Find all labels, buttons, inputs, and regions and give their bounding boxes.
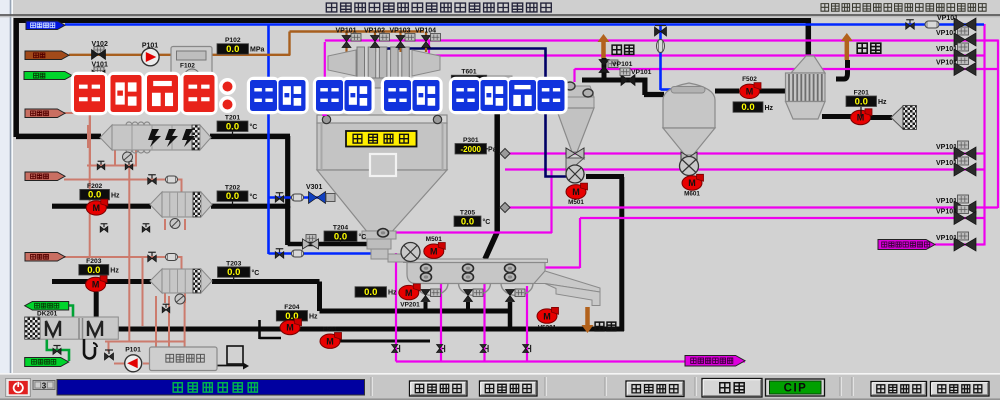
svg-text:P301: P301: [463, 137, 479, 144]
svg-text:VP102: VP102: [364, 27, 385, 34]
svg-text:M: M: [688, 178, 696, 188]
svg-text:DK201: DK201: [37, 311, 58, 318]
svg-text:0.0: 0.0: [226, 44, 239, 55]
svg-text:°C: °C: [252, 269, 260, 277]
svg-text:M: M: [543, 311, 551, 321]
svg-text:VP101: VP101: [936, 144, 957, 151]
svg-text:F502: F502: [742, 76, 757, 83]
svg-text:0.0: 0.0: [285, 311, 298, 322]
svg-text:VP101: VP101: [936, 209, 957, 216]
svg-text:Hz: Hz: [111, 192, 120, 199]
svg-text:M601: M601: [684, 191, 700, 198]
svg-text:M: M: [405, 288, 413, 298]
svg-text:°C: °C: [359, 233, 367, 241]
svg-text:Hz: Hz: [388, 290, 397, 297]
svg-text:VP101: VP101: [612, 61, 633, 68]
svg-text:M: M: [92, 280, 100, 290]
svg-text:F202: F202: [87, 183, 103, 190]
svg-text:VP101: VP101: [936, 160, 957, 167]
svg-text:VP101: VP101: [936, 60, 957, 67]
svg-text:Hz: Hz: [309, 314, 318, 321]
svg-text:T601: T601: [461, 69, 477, 76]
svg-text:-2000: -2000: [461, 145, 482, 154]
svg-text:0.0: 0.0: [226, 191, 239, 202]
svg-text:F102: F102: [180, 63, 195, 70]
svg-text:M: M: [572, 187, 580, 197]
svg-text:F203: F203: [86, 258, 102, 265]
svg-text:VP101: VP101: [631, 69, 652, 76]
svg-text:T205: T205: [460, 210, 476, 217]
svg-text:0.0: 0.0: [87, 265, 100, 276]
svg-text:0.0: 0.0: [364, 287, 377, 298]
svg-text:VP101: VP101: [936, 235, 957, 242]
svg-text:VP101: VP101: [937, 15, 958, 22]
svg-text:VP101: VP101: [936, 46, 957, 53]
svg-text:V301: V301: [306, 184, 322, 191]
svg-text:0.0: 0.0: [226, 121, 239, 132]
svg-text:P101: P101: [142, 43, 158, 50]
svg-text:M: M: [93, 203, 101, 213]
svg-text:°C: °C: [250, 123, 258, 131]
svg-text:0.0: 0.0: [855, 96, 868, 107]
svg-text:M: M: [857, 113, 865, 123]
svg-text:T203: T203: [226, 260, 242, 267]
svg-text:M501: M501: [568, 199, 584, 206]
svg-text:0.0: 0.0: [461, 216, 474, 227]
svg-text:M: M: [326, 336, 334, 346]
svg-text:V102: V102: [92, 41, 108, 48]
svg-text:V101: V101: [92, 62, 108, 69]
svg-text:M: M: [286, 323, 294, 333]
svg-text:T202: T202: [225, 184, 241, 191]
svg-text:VP101: VP101: [936, 198, 957, 205]
svg-text:3: 3: [42, 381, 47, 390]
svg-text:°C: °C: [483, 218, 491, 226]
svg-text:VP101: VP101: [936, 30, 957, 37]
svg-text:CIP: CIP: [784, 383, 808, 395]
svg-text:Hz: Hz: [110, 268, 119, 275]
svg-text:MPa: MPa: [250, 47, 265, 54]
svg-text:F204: F204: [284, 304, 300, 311]
svg-text:VP201: VP201: [400, 302, 420, 309]
svg-text:M: M: [430, 246, 438, 256]
svg-text:VP101: VP101: [336, 27, 357, 34]
svg-text:0.0: 0.0: [88, 190, 101, 201]
svg-text:0.0: 0.0: [741, 102, 754, 113]
svg-text:0.0: 0.0: [227, 267, 240, 278]
svg-text:F501: F501: [323, 326, 338, 333]
svg-text:Hz: Hz: [878, 99, 887, 106]
svg-text:Hz: Hz: [765, 105, 774, 112]
svg-text:T204: T204: [333, 225, 349, 232]
svg-text:P101: P101: [125, 347, 141, 354]
svg-text:VP104: VP104: [415, 27, 436, 34]
svg-text:0.0: 0.0: [334, 231, 347, 242]
svg-text:VP103: VP103: [390, 27, 411, 34]
svg-text:M501: M501: [426, 236, 443, 243]
svg-text:°C: °C: [250, 193, 258, 201]
svg-text:P102: P102: [225, 37, 241, 44]
svg-text:F201: F201: [854, 90, 870, 97]
svg-text:V5201: V5201: [538, 325, 557, 332]
svg-text:T201: T201: [225, 115, 241, 122]
svg-text:M: M: [746, 87, 754, 97]
svg-text:Pa: Pa: [488, 147, 497, 154]
